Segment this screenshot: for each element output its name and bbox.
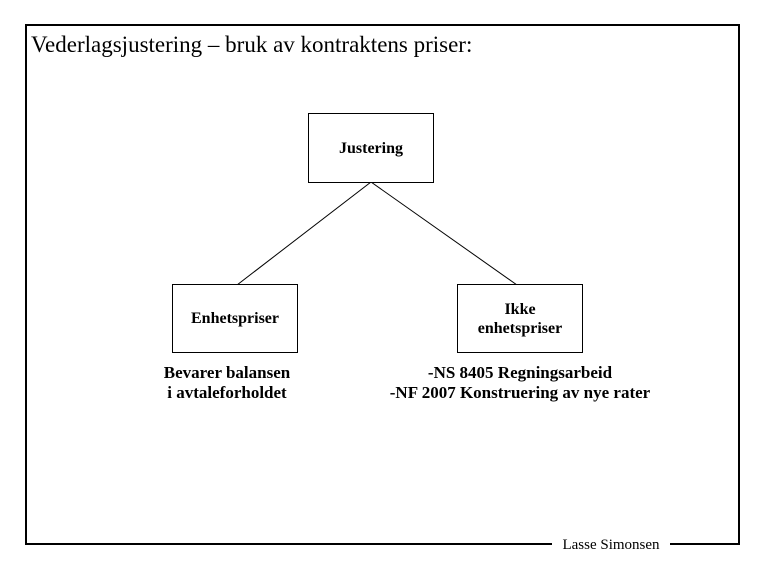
slide-title: Vederlagsjustering – bruk av kontraktens… [31,32,473,57]
note-ikke-enhetspriser-line2: -NF 2007 Konstruering av nye rater [389,383,651,402]
node-justering-label: Justering [339,139,403,157]
slide-frame [25,24,740,545]
note-enhetspriser-line1: Bevarer balansen [163,363,291,382]
node-justering: Justering [308,113,434,183]
node-ikke-enhetspriser-label: Ikke enhetspriser [478,300,562,338]
node-enhetspriser: Enhetspriser [172,284,298,353]
note-enhetspriser-line2: i avtaleforholdet [167,383,287,402]
node-enhetspriser-label: Enhetspriser [191,310,279,327]
note-ikke-enhetspriser: -NS 8405 Regningsarbeid -NF 2007 Konstru… [360,363,680,403]
note-enhetspriser: Bevarer balansen i avtaleforholdet [117,363,337,403]
node-ikke-enhetspriser: Ikke enhetspriser [457,284,583,353]
node-ikke-enhetspriser-line1: Ikke [504,300,536,318]
node-ikke-enhetspriser-line2: enhetspriser [477,319,563,337]
footer-author: Lasse Simonsen [552,536,670,555]
note-ikke-enhetspriser-line1: -NS 8405 Regningsarbeid [427,363,613,382]
